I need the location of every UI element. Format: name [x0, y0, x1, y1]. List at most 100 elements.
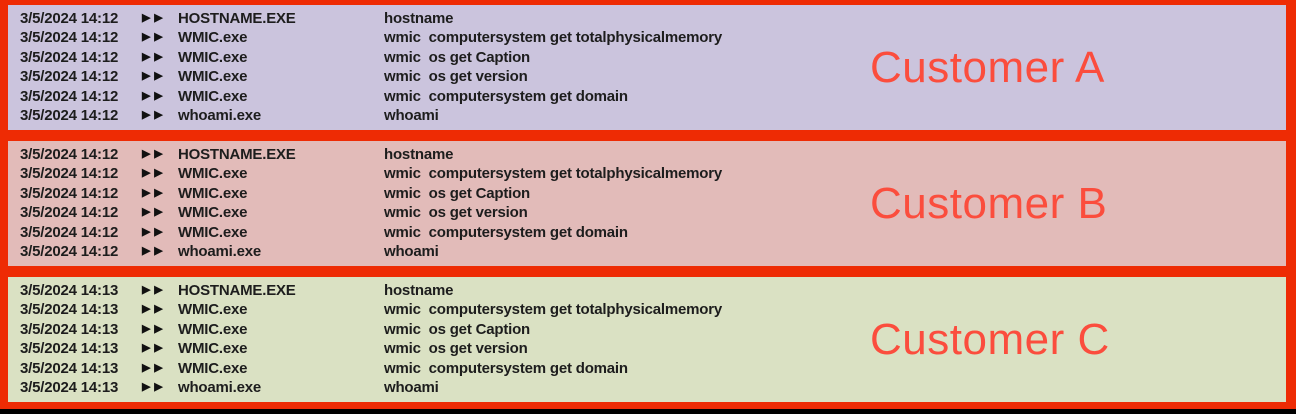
timestamp: 3/5/2024 14:13 — [20, 379, 119, 397]
command-line: wmic computersystem get domain — [384, 359, 628, 377]
process-name: WMIC.exe — [178, 359, 248, 377]
play-icon: ▶ — [154, 89, 163, 102]
execution-markers: ▶▶ — [142, 304, 178, 315]
command-line: whoami — [384, 107, 439, 125]
play-icon: ▶ — [142, 50, 151, 63]
execution-markers: ▶▶ — [142, 11, 178, 24]
execution-markers: ▶▶ — [142, 50, 178, 63]
timestamp: 3/5/2024 14:12 — [20, 204, 119, 222]
timestamp: 3/5/2024 14:13 — [20, 281, 119, 299]
play-icon: ▶ — [142, 225, 151, 238]
execution-markers: ▶▶ — [142, 168, 178, 179]
command-line: wmic os get Caption — [384, 184, 531, 202]
play-icon: ▶ — [142, 322, 151, 335]
execution-markers: ▶▶ — [142, 246, 178, 257]
execution-markers: ▶▶ — [142, 110, 178, 121]
process-name: WMIC.exe — [178, 301, 248, 319]
process-name: WMIC.exe — [178, 204, 248, 222]
execution-markers: ▶▶ — [142, 207, 178, 218]
play-icon: ▶ — [154, 342, 163, 355]
play-icon: ▶ — [154, 361, 163, 374]
command-line: wmic computersystem get totalphysicalmem… — [384, 29, 722, 47]
play-icon: ▶ — [154, 245, 163, 258]
play-icon: ▶ — [142, 186, 151, 199]
play-icon: ▶ — [154, 31, 163, 44]
execution-markers: ▶▶ — [142, 186, 178, 199]
play-icon: ▶ — [154, 109, 163, 122]
customer-label: Customer A — [870, 42, 1105, 92]
timestamp: 3/5/2024 14:12 — [20, 9, 119, 27]
timestamp: 3/5/2024 14:12 — [20, 184, 119, 202]
process-name: WMIC.exe — [178, 320, 248, 338]
play-icon: ▶ — [154, 283, 163, 296]
process-name: whoami.exe — [178, 379, 262, 397]
command-line: hostname — [384, 145, 454, 163]
play-icon: ▶ — [154, 186, 163, 199]
play-icon: ▶ — [142, 206, 151, 219]
timestamp: 3/5/2024 14:12 — [20, 48, 119, 66]
timestamp: 3/5/2024 14:12 — [20, 107, 119, 125]
play-icon: ▶ — [154, 381, 163, 394]
play-icon: ▶ — [142, 31, 151, 44]
command-line: wmic computersystem get totalphysicalmem… — [384, 301, 722, 319]
execution-markers: ▶▶ — [142, 361, 178, 374]
command-line: wmic os get Caption — [384, 48, 531, 66]
execution-markers: ▶▶ — [142, 382, 178, 393]
play-icon: ▶ — [142, 283, 151, 296]
command-line: whoami — [384, 243, 439, 261]
timestamp: 3/5/2024 14:13 — [20, 320, 119, 338]
process-name: HOSTNAME.EXE — [178, 281, 296, 299]
play-icon: ▶ — [142, 167, 151, 180]
command-line: hostname — [384, 281, 454, 299]
play-icon: ▶ — [142, 109, 151, 122]
process-name: HOSTNAME.EXE — [178, 145, 296, 163]
log-row[interactable]: 3/5/2024 14:12 ▶▶WMIC.exe wmic os get Capt… — [8, 49, 1286, 66]
bottom-edge-bar — [0, 409, 1296, 414]
execution-markers: ▶▶ — [142, 89, 178, 102]
play-icon: ▶ — [154, 167, 163, 180]
execution-markers: ▶▶ — [142, 283, 178, 296]
process-name: WMIC.exe — [178, 184, 248, 202]
process-name: WMIC.exe — [178, 223, 248, 241]
command-line: wmic os get Caption — [384, 320, 531, 338]
process-name: WMIC.exe — [178, 340, 248, 358]
log-row[interactable]: 3/5/2024 14:13 ▶▶WMIC.exe wmic computersys… — [8, 360, 1286, 377]
timestamp: 3/5/2024 14:12 — [20, 145, 119, 163]
play-icon: ▶ — [154, 11, 163, 24]
process-name: WMIC.exe — [178, 48, 248, 66]
play-icon: ▶ — [154, 70, 163, 83]
process-name: whoami.exe — [178, 243, 262, 261]
execution-markers: ▶▶ — [142, 148, 178, 160]
play-icon: ▶ — [142, 89, 151, 102]
process-name: whoami.exe — [178, 107, 262, 125]
execution-markers: ▶▶ — [142, 32, 178, 43]
timestamp: 3/5/2024 14:12 — [20, 165, 119, 183]
command-line: wmic computersystem get totalphysicalmem… — [384, 165, 722, 183]
log-row[interactable]: 3/5/2024 14:12 ▶▶HOSTNAME.EXE hostname — [8, 146, 1286, 163]
timestamp: 3/5/2024 14:12 — [20, 29, 119, 47]
process-name: WMIC.exe — [178, 165, 248, 183]
timestamp: 3/5/2024 14:13 — [20, 359, 119, 377]
play-icon: ▶ — [142, 70, 151, 83]
process-name: WMIC.exe — [178, 68, 248, 86]
process-name: HOSTNAME.EXE — [178, 9, 296, 27]
command-line: wmic computersystem get domain — [384, 223, 628, 241]
